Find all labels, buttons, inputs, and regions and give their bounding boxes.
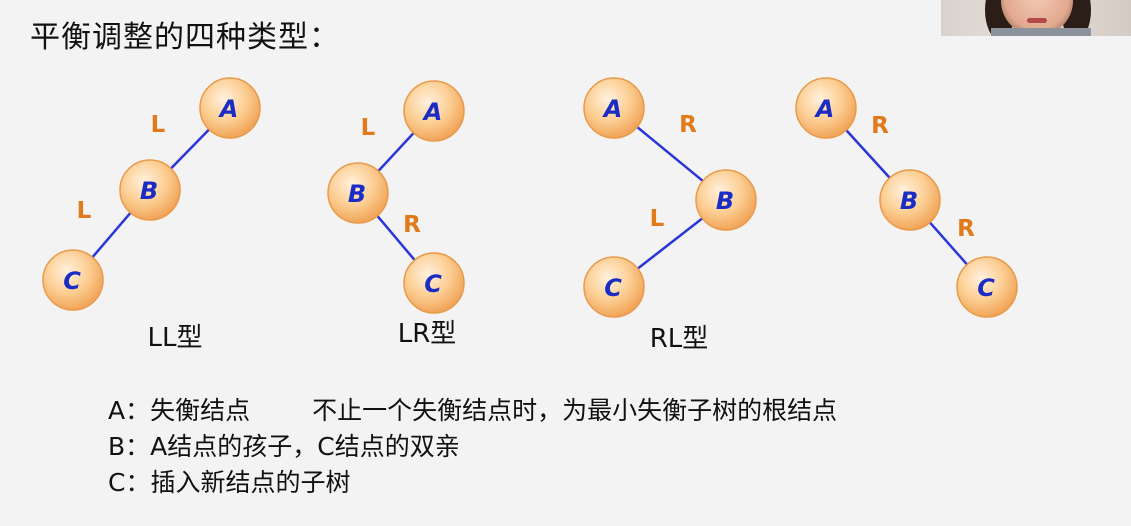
legend-row-c: C：插入新结点的子树 <box>108 465 837 501</box>
edge-A-B <box>377 132 415 172</box>
edge-B-C <box>928 221 969 266</box>
node-label-a: A <box>814 95 835 123</box>
node-b <box>119 159 181 221</box>
node-label-b: B <box>900 187 918 215</box>
legend-note-a: 不止一个失衡结点时，为最小失衡子树的根结点 <box>312 396 838 425</box>
edge-label: L <box>361 115 376 141</box>
tree-2: L R A B C LR型 <box>327 80 465 349</box>
edge-A-B <box>636 126 704 182</box>
legend-key-a: A：失衡结点 <box>108 396 251 425</box>
node-c <box>956 256 1018 318</box>
slide-title: 平衡调整的四种类型： <box>30 20 340 55</box>
legend-row-a: A：失衡结点 不止一个失衡结点时，为最小失衡子树的根结点 <box>108 393 837 429</box>
node-label-a: A <box>218 95 239 123</box>
edge-B-C <box>91 211 132 259</box>
node-label-b: B <box>716 187 734 215</box>
edge-label: R <box>957 216 975 242</box>
legend-key-b: B：A结点的孩子，C结点的双亲 <box>108 432 460 461</box>
node-a <box>583 77 645 139</box>
presenter-webcam <box>941 0 1131 36</box>
legend-key-c: C：插入新结点的子树 <box>108 468 351 497</box>
edge-label: L <box>151 112 166 138</box>
tree-4: R R A B C <box>795 77 1018 318</box>
node-label-a: A <box>602 95 623 123</box>
node-a <box>403 80 465 142</box>
node-b <box>879 169 941 231</box>
node-a <box>199 77 261 139</box>
legend-row-b: B：A结点的孩子，C结点的双亲 <box>108 429 837 465</box>
edge-A-B <box>845 129 891 179</box>
node-b <box>327 162 389 224</box>
node-label-a: A <box>422 98 443 126</box>
tree-caption: LR型 <box>398 319 457 349</box>
tree-caption: RL型 <box>650 324 709 354</box>
legend: A：失衡结点 不止一个失衡结点时，为最小失衡子树的根结点 B：A结点的孩子，C结点… <box>108 393 837 501</box>
node-label-c: C <box>63 267 81 295</box>
edge-label: L <box>650 206 665 232</box>
node-c <box>42 249 104 311</box>
edge-A-B <box>170 128 210 170</box>
node-label-b: B <box>348 180 366 208</box>
tree-caption: LL型 <box>148 323 203 353</box>
tree-3: R L A B C RL型 <box>583 77 757 354</box>
node-b <box>695 169 757 231</box>
edge-B-C <box>376 215 416 261</box>
node-c <box>583 256 645 318</box>
edge-label: L <box>77 198 92 224</box>
node-label-c: C <box>977 274 995 302</box>
edge-label: R <box>679 112 697 138</box>
node-label-c: C <box>424 270 442 298</box>
edge-B-C <box>636 217 704 270</box>
node-label-c: C <box>604 274 622 302</box>
edge-label: R <box>403 212 421 238</box>
node-c <box>403 252 465 314</box>
node-label-b: B <box>140 177 158 205</box>
edge-label: R <box>871 113 889 139</box>
tree-1: L L A B C LL型 <box>42 77 261 353</box>
node-a <box>795 77 857 139</box>
